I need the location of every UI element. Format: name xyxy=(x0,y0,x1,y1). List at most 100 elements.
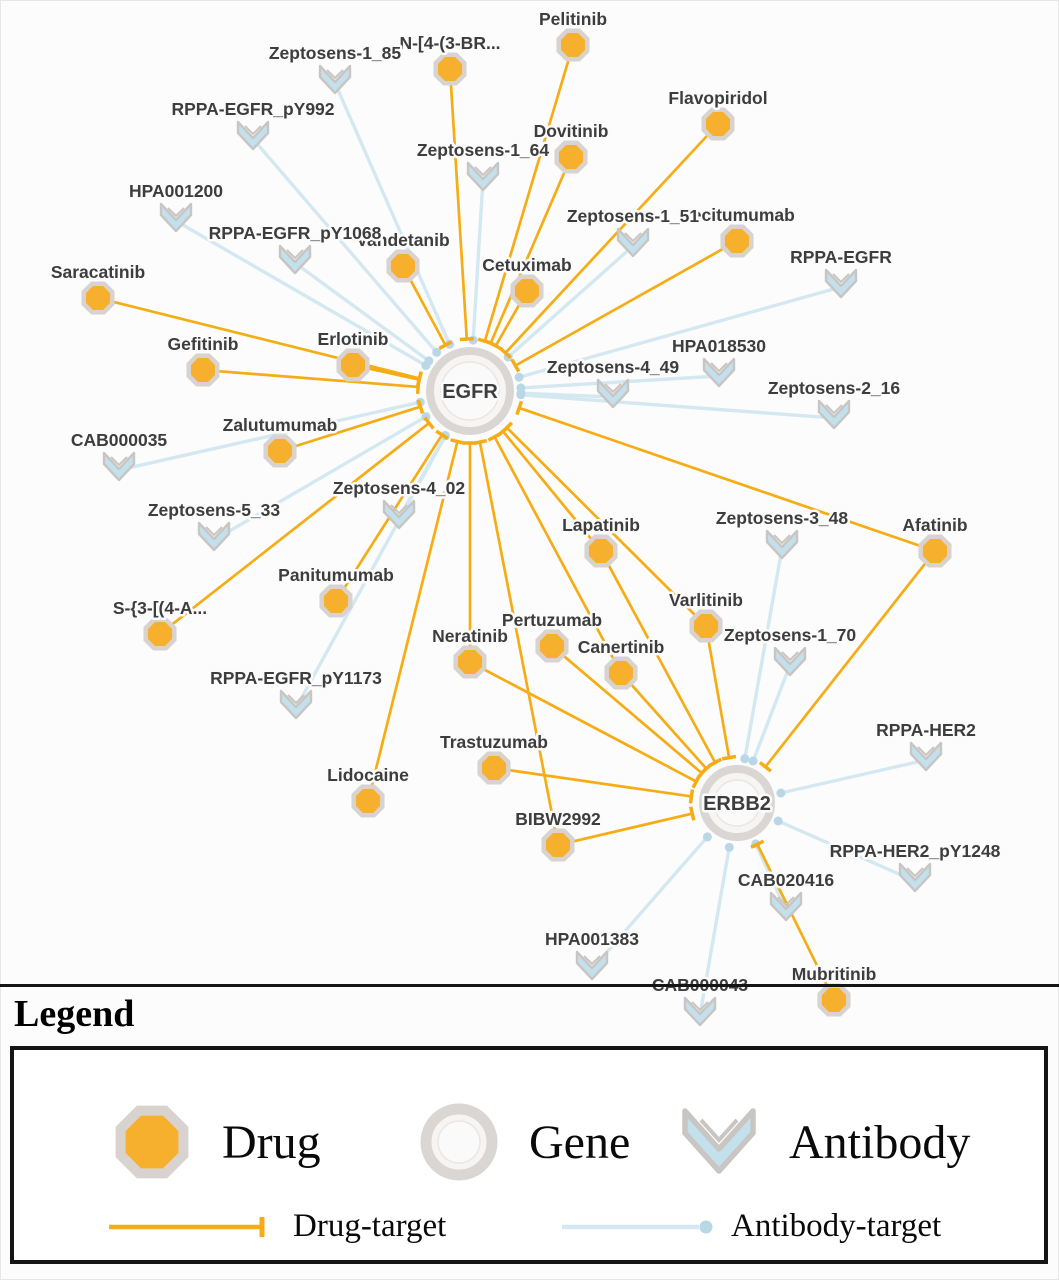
drug-node-mubritinib[interactable] xyxy=(817,983,851,1017)
antibody-node-rppa-egfr[interactable] xyxy=(824,268,858,299)
drug-edge-tee xyxy=(459,336,474,342)
drug-target-edge xyxy=(505,426,697,617)
drug-node-erlotinib[interactable] xyxy=(336,348,370,382)
drug-node-canertinib[interactable] xyxy=(604,656,638,690)
drug-octagon-icon xyxy=(115,1105,189,1179)
drug-edge-tee xyxy=(758,761,773,773)
drug-node-gefitinib[interactable] xyxy=(186,353,220,387)
drug-node-cetuximab[interactable] xyxy=(510,274,544,308)
drug-node-pelitinib[interactable] xyxy=(556,28,590,62)
drug-node-s-3-4-a[interactable] xyxy=(143,617,177,651)
antibody-label-zeptosens-2-16: Zeptosens-2_16 xyxy=(768,378,901,398)
antibody-target-edge xyxy=(777,819,914,882)
drug-node-varlitinib[interactable] xyxy=(689,609,723,643)
antibody-node-cab000035[interactable] xyxy=(102,451,136,482)
antibody-node-zeptosens-1-64[interactable] xyxy=(466,161,500,192)
antibody-chevron xyxy=(279,689,313,720)
antibody-legend-icon xyxy=(682,1108,756,1174)
drug-octagon xyxy=(143,617,177,651)
antibody-edge-dot xyxy=(424,356,434,366)
drug-edge-tee xyxy=(510,358,521,373)
antibody-label-hpa018530: HPA018530 xyxy=(672,336,766,356)
drug-node-dovitinib[interactable] xyxy=(554,140,588,174)
drug-label-s-3-4-a: S-{3-[(4-A... xyxy=(113,598,207,618)
antibody-target-dot xyxy=(699,1220,713,1233)
gene-label-erbb2: ERBB2 xyxy=(703,793,771,815)
drug-node-pertuzumab[interactable] xyxy=(535,629,569,663)
gene-node-egfr[interactable] xyxy=(426,347,514,435)
antibody-node-zeptosens-4-49[interactable] xyxy=(596,378,630,409)
antibody-node-zeptosens-1-51[interactable] xyxy=(616,227,650,258)
legend-item-drug: Drug xyxy=(102,1092,321,1192)
antibody-node-rppa-egfr-py1068[interactable] xyxy=(278,244,312,275)
antibody-chevron-inner xyxy=(205,526,223,537)
gene-node-erbb2[interactable] xyxy=(699,765,775,841)
gene-inner xyxy=(440,361,500,421)
drug-target-edge xyxy=(707,640,731,758)
gene-inner xyxy=(713,779,761,827)
antibody-chevron xyxy=(702,357,736,388)
drug-node-saracatinib[interactable] xyxy=(81,281,115,315)
antibody-node-zeptosens-1-70[interactable] xyxy=(773,646,807,677)
drug-node-necitumumab[interactable] xyxy=(720,224,754,258)
antibody-chevron-inner xyxy=(825,404,843,415)
drug-label-afatinib: Afatinib xyxy=(902,515,967,535)
antibody-node-cab020416[interactable] xyxy=(769,891,803,922)
drug-target-edge xyxy=(629,683,708,770)
drug-node-vandetanib[interactable] xyxy=(386,249,420,283)
drug-edge-tee xyxy=(688,806,696,821)
antibody-node-rppa-her2-py1248[interactable] xyxy=(898,862,932,893)
antibody-chevron-inner xyxy=(390,504,408,515)
antibody-node-zeptosens-4-02[interactable] xyxy=(382,499,416,530)
antibody-node-hpa001200[interactable] xyxy=(159,202,193,233)
antibody-target-edge xyxy=(120,400,421,472)
legend-item-gene: Gene xyxy=(409,1092,630,1192)
drug-label-saracatinib: Saracatinib xyxy=(51,262,145,282)
antibody-node-zeptosens-1-85[interactable] xyxy=(318,64,352,95)
antibody-node-zeptosens-5-33[interactable] xyxy=(197,521,231,552)
antibody-chevron xyxy=(102,451,136,482)
legend-label-drug-target: Drug-target xyxy=(293,1208,447,1244)
drug-octagon xyxy=(477,751,511,785)
drug-target-edge xyxy=(572,812,693,843)
drug-node-trastuzumab[interactable] xyxy=(477,751,511,785)
drug-label-bibw2992: BIBW2992 xyxy=(515,809,601,829)
antibody-node-rppa-egfr-py992[interactable] xyxy=(236,120,270,151)
antibody-chevron-inner xyxy=(832,273,850,284)
antibody-node-cab000043[interactable] xyxy=(683,996,717,1027)
antibody-label-zeptosens-1-64: Zeptosens-1_64 xyxy=(417,140,550,160)
drug-node-bibw2992[interactable] xyxy=(541,828,575,862)
drug-label-vandetanib: Vandetanib xyxy=(356,230,449,250)
drug-node-zalutumumab[interactable] xyxy=(263,434,297,468)
drug-node-afatinib[interactable] xyxy=(918,534,952,568)
antibody-node-zeptosens-2-16[interactable] xyxy=(817,399,851,430)
drug-node-n-4-3-br[interactable] xyxy=(433,52,467,86)
drug-target-edge xyxy=(514,247,725,367)
drug-node-lidocaine[interactable] xyxy=(351,784,385,818)
legend-item-antibody: Antibody xyxy=(669,1092,970,1192)
drug-node-panitumumab[interactable] xyxy=(319,584,353,618)
antibody-target-edge xyxy=(780,758,925,795)
drug-target-edge xyxy=(482,667,697,783)
antibody-node-rppa-her2[interactable] xyxy=(909,741,943,772)
antibody-target-edge xyxy=(518,285,840,379)
antibody-chevron-inner xyxy=(906,867,924,878)
antibody-node-zeptosens-3-48[interactable] xyxy=(765,529,799,560)
antibody-chevron-inner xyxy=(604,383,622,394)
drug-label-canertinib: Canertinib xyxy=(578,637,665,657)
drug-node-neratinib[interactable] xyxy=(453,645,487,679)
antibody-chevron xyxy=(466,161,500,192)
antibody-node-hpa018530[interactable] xyxy=(702,357,736,388)
antibody-label-rppa-her2-py1248: RPPA-HER2_pY1248 xyxy=(830,841,1001,861)
drug-label-erlotinib: Erlotinib xyxy=(318,329,389,349)
antibody-target-edge-icon xyxy=(562,1220,713,1233)
antibody-node-hpa001383[interactable] xyxy=(575,950,609,981)
drug-node-lapatinib[interactable] xyxy=(584,534,618,568)
drug-octagon xyxy=(720,224,754,258)
antibody-label-zeptosens-1-70: Zeptosens-1_70 xyxy=(724,625,857,645)
drug-node-flavopiridol[interactable] xyxy=(701,107,735,141)
drug-edge-tee xyxy=(487,431,502,442)
drug-octagon xyxy=(689,609,723,643)
antibody-node-rppa-egfr-py1173[interactable] xyxy=(279,689,313,720)
